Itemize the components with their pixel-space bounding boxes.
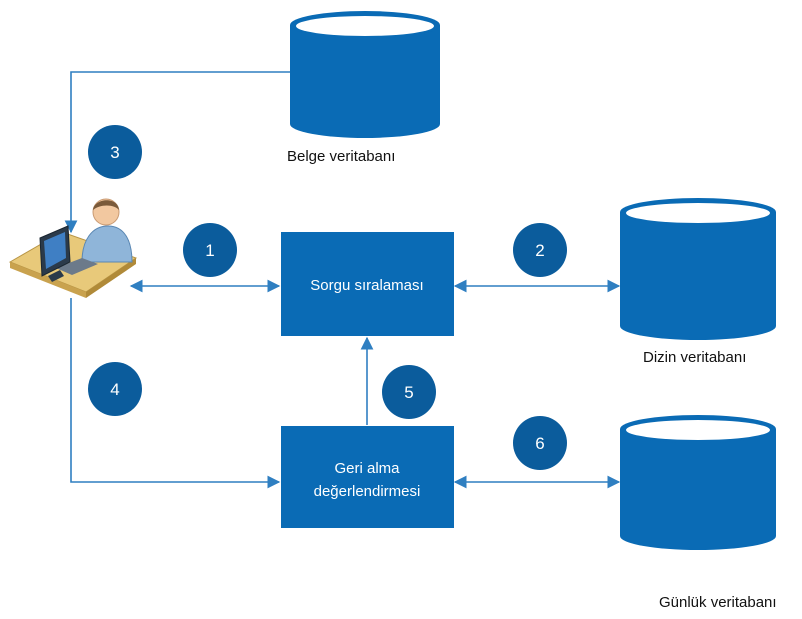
step-badge-1: 1 — [183, 223, 237, 277]
document-database-label: Belge veritabanı — [287, 148, 395, 165]
svg-text:5: 5 — [404, 383, 413, 402]
connector-document-to-user — [64, 71, 290, 234]
step-badge-2: 2 — [513, 223, 567, 277]
query-ranking-box — [281, 232, 454, 336]
svg-text:6: 6 — [535, 434, 544, 453]
svg-text:2: 2 — [535, 241, 544, 260]
step-badge-4: 4 — [88, 362, 142, 416]
retrieval-evaluation-box — [281, 426, 454, 528]
log-database — [620, 415, 776, 550]
index-database — [620, 198, 776, 340]
log-database-label: Günlük veritabanı — [659, 594, 777, 611]
document-database — [290, 11, 440, 138]
retrieval-evaluation-label-line2: değerlendirmesi — [314, 483, 421, 500]
connector-user-retrieval — [70, 298, 281, 489]
step-badge-5: 5 — [382, 365, 436, 419]
step-badge-3: 3 — [88, 125, 142, 179]
index-database-label: Dizin veritabanı — [643, 349, 746, 366]
svg-text:3: 3 — [110, 143, 119, 162]
step-badge-6: 6 — [513, 416, 567, 470]
svg-text:1: 1 — [205, 241, 214, 260]
svg-text:4: 4 — [110, 380, 119, 399]
query-ranking-label: Sorgu sıralaması — [310, 277, 423, 294]
connectors — [64, 71, 621, 489]
user-workstation-icon — [8, 198, 138, 298]
retrieval-evaluation-label-line1: Geri alma — [334, 460, 400, 477]
